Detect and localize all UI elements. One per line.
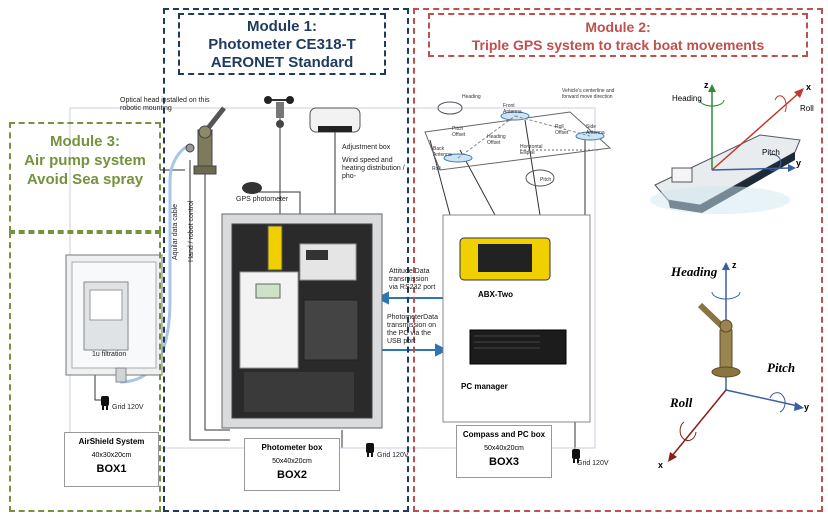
ship-y-label: y: [796, 158, 802, 168]
photometer-label-line2: transmission on: [387, 322, 437, 329]
photometer-label-line1: PhotometerData: [387, 314, 438, 321]
grid-box1-label: Grid 120V: [112, 404, 144, 411]
optical-head-mount-illustration: [185, 106, 226, 175]
abx-two-label: ABX-Two: [478, 290, 513, 299]
vehicle-centerline-label: Vehicle's centerline and forward move di…: [562, 88, 615, 100]
grid-box2-label: Grid 120V: [377, 452, 409, 459]
box1-label-card: AirShield System 40x30x20cm BOX1: [64, 432, 159, 487]
attitude-label: Attitude Data transmission via RS232 por…: [389, 268, 435, 292]
anemometer-illustration: [264, 96, 294, 128]
front-antenna-label: Front Antenna: [503, 103, 522, 115]
box3-id: BOX3: [489, 456, 519, 468]
module3-lower-frame: [9, 232, 161, 512]
adjustment-box-illustration: [309, 107, 361, 133]
aquilar-cable-label: Aquilar data cable: [172, 203, 179, 260]
box2-label-card: Photometer box 50x40x20cm BOX2: [244, 438, 340, 491]
box3-label-card: Compass and PC box 50x40x20cm BOX3: [456, 425, 552, 478]
box3-compass-pc-illustration: [442, 214, 591, 423]
robot-roll-label: Roll: [670, 395, 693, 410]
box3-dimensions: 50x40x20cm: [484, 445, 524, 452]
robot-mount-axes: [668, 262, 804, 462]
box1-dimensions: 40x30x20cm: [91, 452, 132, 459]
ship-roll-label: Roll: [800, 104, 814, 113]
side-antenna-label: Side Antenna: [586, 124, 605, 136]
grid-box3-label: Grid 120V: [577, 460, 609, 467]
box3-name: Compass and PC box: [462, 430, 546, 439]
robot-y-label: y: [804, 402, 810, 412]
pitch-offset-label: Pitch Offset: [452, 126, 466, 138]
plug-icon: [572, 449, 580, 463]
ship-axes: [699, 84, 804, 172]
gps-antenna-icon: [242, 182, 262, 194]
antenna-heading-label: Heading: [462, 94, 481, 100]
module2-frame: [413, 8, 823, 512]
air-hose: [119, 143, 191, 384]
heading-offset-label: Heading Offset: [487, 134, 506, 146]
box1-id: BOX1: [96, 463, 127, 475]
module1-title-line3: AERONET Standard: [210, 54, 354, 71]
ship-pitch-label: Pitch: [762, 148, 780, 157]
wind-speed-label: Wind speed and heating distribution / ph…: [342, 157, 405, 180]
module3-title-line2: Air pump system: [24, 152, 146, 169]
gps-photometer-label: GPS photometer: [236, 196, 289, 203]
plug-icon: [366, 443, 374, 457]
module3-title: Module 3: Air pump system Avoid Sea spra…: [14, 132, 156, 189]
filtration-label: 1u filtration: [92, 351, 127, 358]
antenna-pitch-label: Pitch: [540, 177, 552, 183]
ship-x-label: x: [806, 82, 812, 92]
attitude-label-line2: transmission: [389, 276, 429, 283]
photometer-label-line3: the PC via the: [387, 330, 431, 337]
antenna-platform-diagram: [424, 101, 612, 187]
optical-head-label: Optical head installed on this robotic m…: [120, 97, 210, 112]
module1-title: Module 1: Photometer CE318-T AERONET Sta…: [178, 13, 386, 75]
box2-id: BOX2: [277, 469, 307, 481]
module3-frame: [9, 122, 161, 232]
photometer-label-line4: USB port: [387, 338, 416, 345]
pc-manager-label: PC manager: [461, 382, 508, 391]
plug-icon: [101, 396, 109, 410]
ship-z-label: z: [704, 80, 709, 90]
horizontal-plane-label: Horizontal Ellipse: [520, 144, 543, 156]
module1-frame: [163, 8, 409, 512]
module2-title-line1: Module 2:: [585, 19, 651, 35]
roll-offset-label: Roll Offset: [555, 124, 569, 136]
box2-photometer-illustration: [221, 213, 383, 429]
module1-title-line1: Module 1:: [247, 18, 317, 35]
photometer-data-label: PhotometerData transmission on the PC vi…: [387, 314, 438, 346]
box1-name: AirShield System: [78, 437, 145, 446]
module2-title-line2: Triple GPS system to track boat movement…: [471, 37, 765, 53]
module3-title-line1: Module 3:: [50, 133, 120, 150]
module1-title-line2: Photometer CE318-T: [208, 36, 356, 53]
robot-z-label: z: [732, 260, 737, 270]
robot-x-label: x: [658, 460, 664, 470]
ship-heading-label: Heading: [672, 94, 702, 103]
back-antenna-label: Back Antenna: [433, 146, 452, 158]
module2-title: Module 2: Triple GPS system to track boa…: [428, 13, 808, 57]
robot-pitch-label: Pitch: [767, 360, 796, 375]
module3-title-line3: Avoid Sea spray: [26, 171, 144, 188]
attitude-label-line1: Attitude Data: [389, 268, 430, 275]
robot-heading-label: Heading: [671, 264, 718, 279]
adjustment-box-label: Adjustment box: [342, 144, 391, 151]
box2-name: Photometer box: [261, 443, 323, 452]
hand-control-label: Hand / robot control: [188, 200, 195, 262]
box1-air-pump-illustration: [65, 254, 163, 383]
antenna-roll-label: Roll: [432, 166, 441, 172]
attitude-label-line3: via RS232 port: [389, 284, 436, 291]
box2-dimensions: 50x40x20cm: [272, 458, 312, 465]
